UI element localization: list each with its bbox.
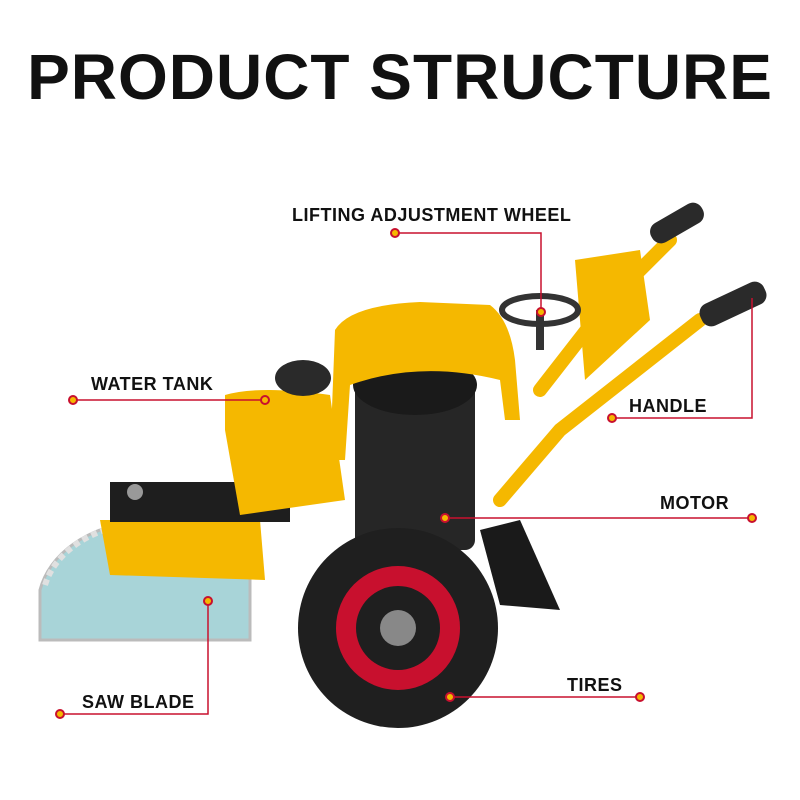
dot-saw-blade-label — [55, 709, 65, 719]
dot-water-tank-label — [68, 395, 78, 405]
dot-water-tank-target — [260, 395, 270, 405]
dot-tires-label — [635, 692, 645, 702]
label-motor: MOTOR — [660, 493, 730, 513]
dot-handle-label — [607, 413, 617, 423]
dot-saw-blade-target — [203, 596, 213, 606]
dot-motor-target — [440, 513, 450, 523]
callout-dots — [55, 228, 757, 719]
leader-handle — [612, 298, 753, 419]
tire-graphic — [298, 528, 498, 728]
dot-lifting-wheel-target — [536, 307, 546, 317]
label-saw-blade: SAW BLADE — [82, 692, 195, 712]
dot-lifting-wheel-label — [390, 228, 400, 238]
leader-lifting-wheel — [395, 232, 542, 312]
page-title: PRODUCT STRUCTURE — [27, 41, 773, 113]
label-handle: HANDLE — [629, 396, 707, 416]
label-lifting-wheel: LIFTING ADJUSTMENT WHEEL — [292, 205, 572, 225]
label-water-tank: WATER TANK — [91, 374, 214, 394]
dot-motor-label — [747, 513, 757, 523]
leader-saw-blade — [60, 601, 209, 715]
dot-tires-target — [445, 692, 455, 702]
label-tires: TIRES — [567, 675, 623, 695]
